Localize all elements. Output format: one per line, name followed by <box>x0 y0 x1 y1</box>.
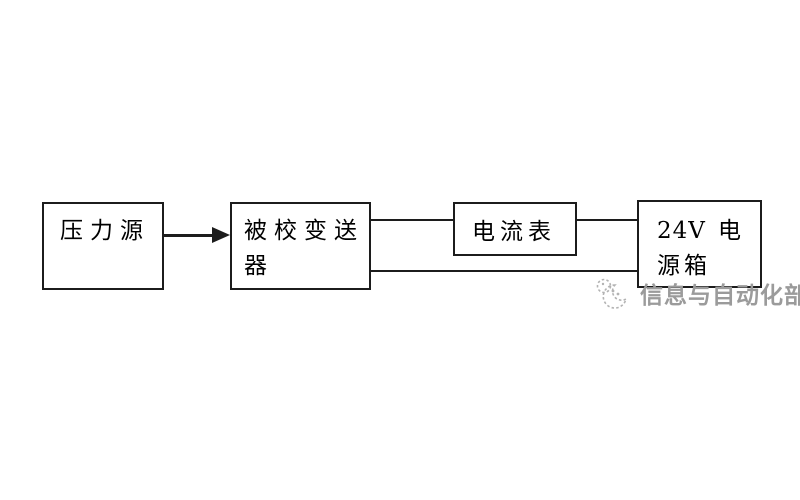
connector-transmitter-to-power <box>371 270 637 272</box>
pressure-source-label: 压力源 <box>60 218 150 244</box>
transmitter-label-line2: 器 <box>244 253 274 279</box>
power-supply-label-line2: 源箱 <box>657 253 711 279</box>
transmitter-label-line1: 被校变送 <box>244 218 364 244</box>
ammeter-label: 电流表 <box>472 219 556 245</box>
crescent-moon-icon <box>593 277 633 309</box>
connector-transmitter-to-ammeter <box>371 219 453 221</box>
power-supply-label-line1: 24V 电 <box>657 214 742 249</box>
connector-ammeter-to-power <box>577 219 637 221</box>
transmitter-under-test-box: 被校变送 器 <box>230 202 371 290</box>
arrow-right-icon <box>212 227 230 243</box>
watermark: 信息与自动化部 <box>593 276 800 310</box>
power-supply-line1-char: 电 <box>718 218 742 244</box>
watermark-text: 信息与自动化部 <box>640 282 800 309</box>
arrow-pressure-to-transmitter-shaft <box>164 234 214 237</box>
ammeter-box: 电流表 <box>453 202 577 256</box>
power-supply-box: 24V 电 源箱 <box>637 200 762 288</box>
power-supply-voltage: 24V <box>657 218 706 244</box>
pressure-source-box: 压力源 <box>42 202 164 290</box>
